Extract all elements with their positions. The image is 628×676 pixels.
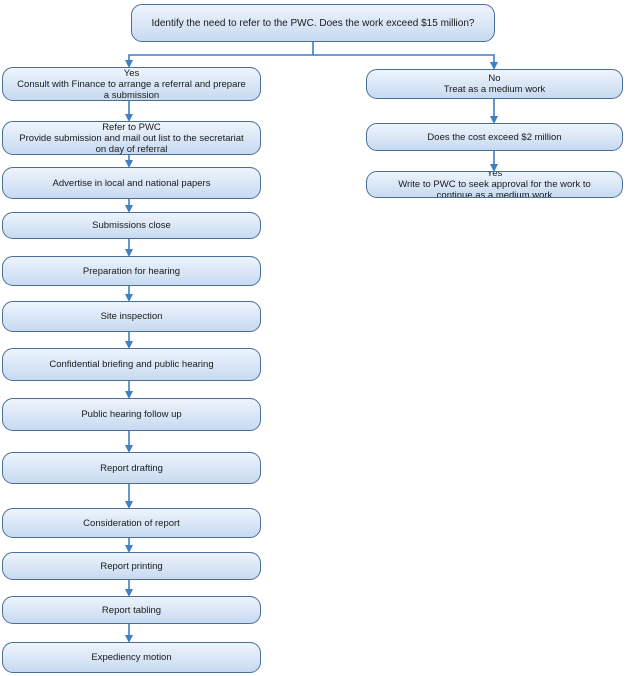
report-drafting-node: Report drafting — [2, 452, 261, 484]
consult-finance-node: Yes Consult with Finance to arrange a re… — [2, 67, 261, 101]
connector-root-to-yes — [125, 42, 314, 68]
site-inspection-node: Site inspection — [2, 301, 261, 332]
node-line: Report printing — [100, 560, 163, 572]
node-line: Confidential briefing and public hearing — [49, 359, 214, 370]
root-decision-label: Identify the need to refer to the PWC. D… — [151, 17, 475, 29]
medium-work-node: No Treat as a medium work — [366, 69, 623, 99]
node-line: Expediency motion — [91, 652, 172, 663]
node-line: Report drafting — [100, 462, 163, 474]
node-line: Yes — [123, 67, 140, 79]
node-line: Provide submission and mail out list to … — [19, 132, 244, 144]
preparation-for-hearing-node: Preparation for hearing — [2, 256, 261, 286]
node-line: Does the cost exceed $2 million — [427, 131, 562, 143]
report-printing-node: Report printing — [2, 552, 261, 580]
expediency-motion-node: Expediency motion — [2, 642, 261, 673]
node-line: Public hearing follow up — [81, 409, 182, 420]
node-line: on day of referral — [95, 143, 168, 155]
refer-to-pwc-node: Refer to PWC Provide submission and mail… — [2, 121, 261, 155]
connector-root-to-no — [313, 54, 498, 70]
node-line: a submission — [103, 89, 160, 101]
confidential-briefing-node: Confidential briefing and public hearing — [2, 348, 261, 381]
advertise-node: Advertise in local and national papers — [2, 167, 261, 199]
submissions-close-node: Submissions close — [2, 212, 261, 239]
node-line: Advertise in local and national papers — [52, 177, 211, 189]
public-hearing-follow-up-node: Public hearing follow up — [2, 398, 261, 431]
cost-exceed-2m-node: Does the cost exceed $2 million — [366, 123, 623, 151]
root-decision-node: Identify the need to refer to the PWC. D… — [131, 4, 495, 42]
node-line: No — [488, 73, 501, 84]
node-line: Yes — [486, 171, 503, 179]
node-line: Preparation for hearing — [82, 265, 181, 277]
consideration-of-report-node: Consideration of report — [2, 508, 261, 538]
node-line: Site inspection — [100, 311, 163, 322]
node-line: Report tabling — [101, 604, 162, 616]
write-to-pwc-node: Yes Write to PWC to seek approval for th… — [366, 171, 623, 198]
node-line: Consult with Finance to arrange a referr… — [17, 78, 246, 90]
node-line: continue as a medium work — [436, 190, 553, 198]
node-line: Treat as a medium work — [443, 84, 546, 95]
node-line: Refer to PWC — [102, 121, 161, 133]
node-line: Write to PWC to seek approval for the wo… — [398, 179, 591, 190]
node-line: Consideration of report — [83, 517, 180, 529]
report-tabling-node: Report tabling — [2, 596, 261, 624]
node-line: Submissions close — [92, 220, 171, 231]
